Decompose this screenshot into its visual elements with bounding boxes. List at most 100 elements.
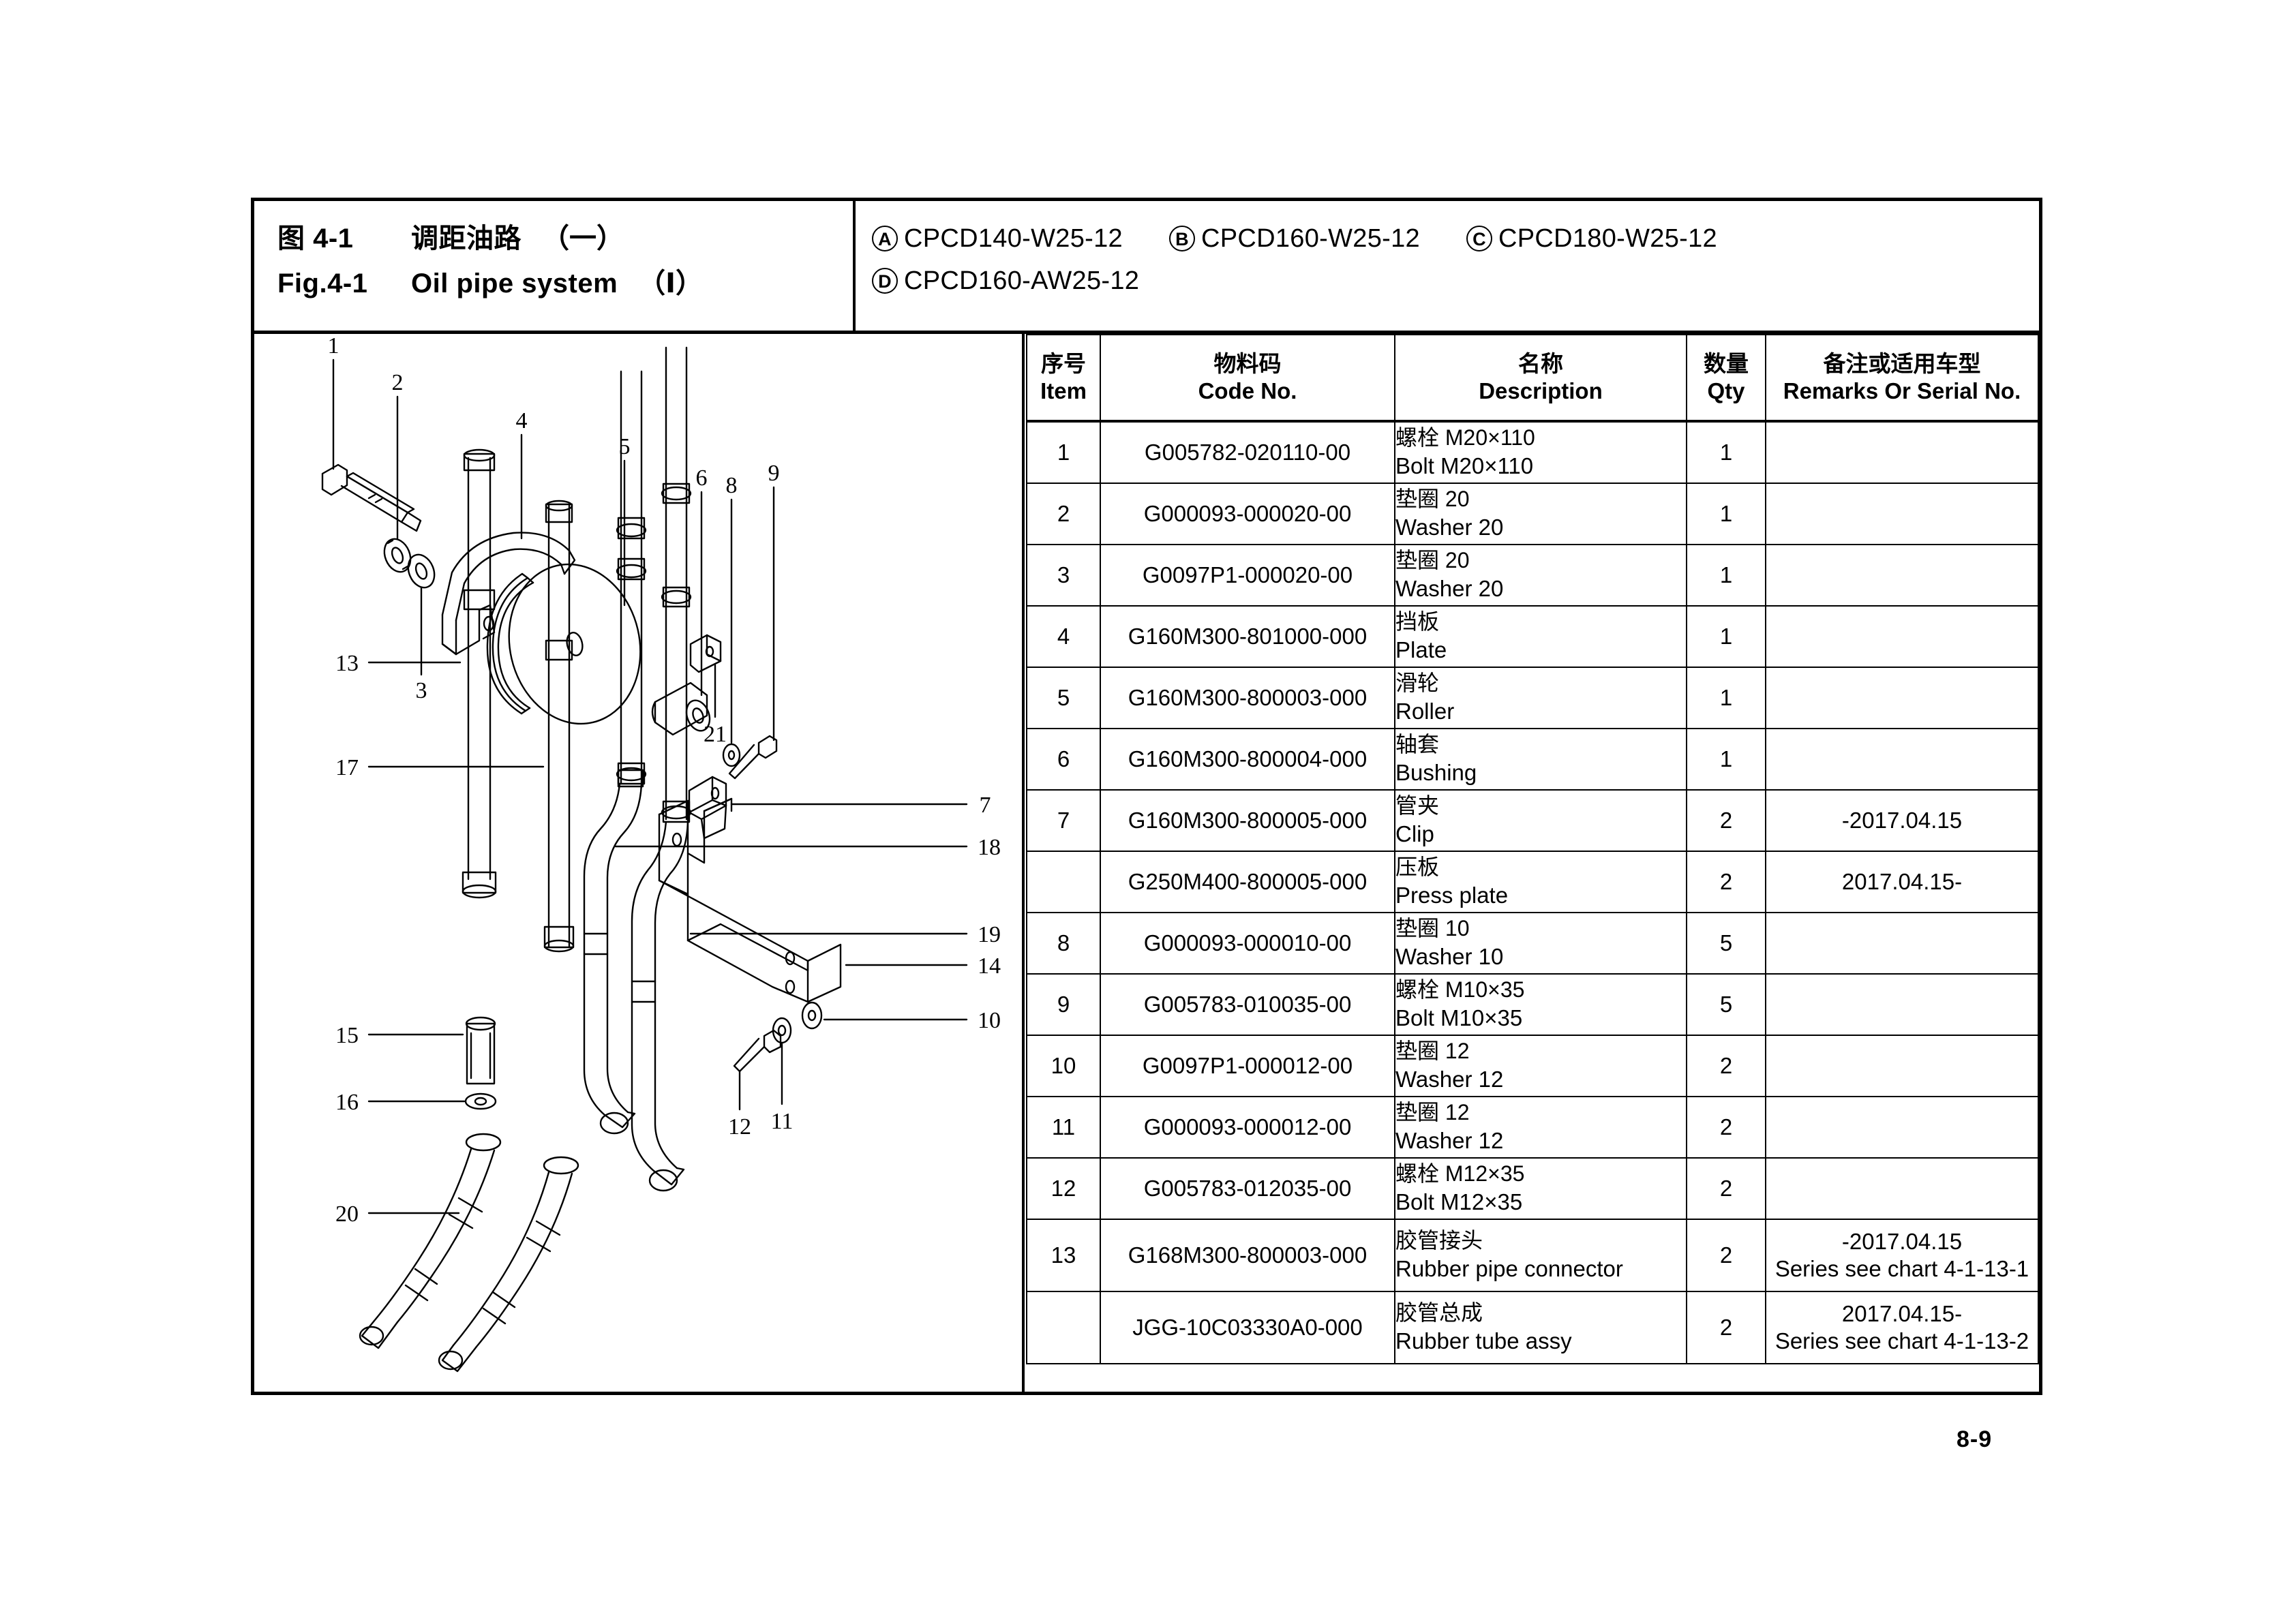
- svg-text:11: 11: [771, 1109, 794, 1134]
- description-english: Press plate: [1395, 883, 1509, 908]
- svg-text:20: 20: [335, 1202, 359, 1227]
- applicable-models-cell: A CPCD140-W25-12 B CPCD160-W25-12 C CPCD…: [856, 201, 2039, 331]
- header-qty: 数量 Qty: [1686, 334, 1766, 423]
- figure-title-cell: 图 4-1 调距油路 （一） Fig.4-1 Oil pipe system （…: [254, 201, 856, 331]
- description-chinese: 胶管总成: [1395, 1300, 1483, 1326]
- cell-code-no: G250M400-800005-000: [1100, 851, 1395, 913]
- part-pipe-17: [543, 500, 575, 953]
- description-english: Washer 20: [1395, 515, 1504, 540]
- figure-suffix-en: （Ⅰ）: [638, 269, 704, 299]
- description-chinese: 垫圈 10: [1395, 916, 1470, 941]
- part-washer-12-b: [772, 1017, 792, 1044]
- cell-item: 2: [1026, 483, 1101, 545]
- part-bolt-m10: [728, 735, 778, 780]
- svg-text:6: 6: [696, 465, 708, 491]
- part-connector-15: [465, 1016, 496, 1085]
- svg-text:16: 16: [335, 1090, 359, 1115]
- cell-code-no: G0097P1-000012-00: [1100, 1035, 1395, 1097]
- remarks-line-1: 2017.04.15-: [1841, 868, 1963, 894]
- cell-code-no: G160M300-800004-000: [1100, 728, 1395, 791]
- parts-table: 序号 Item 物料码 Code No. 名称 Description 数量: [1026, 334, 2039, 1364]
- part-roller: [486, 563, 641, 725]
- part-hose-20-a: [359, 1133, 502, 1349]
- model-row-1: A CPCD140-W25-12 B CPCD160-W25-12 C CPCD…: [872, 217, 2039, 260]
- part-bolt-m20: [321, 463, 422, 532]
- cell-qty: 1: [1686, 728, 1766, 791]
- cell-remarks: [1765, 483, 2039, 545]
- part-bushing: [651, 682, 711, 736]
- cell-code-no: JGG-10C03330A0-000: [1100, 1291, 1395, 1364]
- part-washer-20-b: [407, 553, 436, 589]
- cell-qty: 2: [1686, 1291, 1766, 1364]
- description-english: Plate: [1395, 637, 1447, 663]
- header-description: 名称 Description: [1394, 334, 1687, 423]
- model-code-a: CPCD140-W25-12: [904, 224, 1123, 253]
- part-bolt-m12: [733, 1029, 782, 1073]
- model-entry-a: A CPCD140-W25-12: [872, 224, 1123, 254]
- circle-letter-d-icon: D: [872, 268, 898, 294]
- cell-qty: 1: [1686, 420, 1766, 484]
- cell-remarks: 2017.04.15-Series see chart 4-1-13-2: [1765, 1291, 2039, 1364]
- part-hose-20-b: [438, 1156, 579, 1373]
- header-remarks: 备注或适用车型 Remarks Or Serial No.: [1765, 334, 2039, 423]
- cell-code-no: G000093-000010-00: [1100, 912, 1395, 975]
- description-chinese: 压板: [1395, 855, 1440, 880]
- cell-item: 4: [1026, 605, 1101, 668]
- cell-item: 9: [1026, 973, 1101, 1036]
- cell-qty: 2: [1686, 1096, 1766, 1159]
- part-clip: [688, 776, 727, 840]
- header-qty-cn: 数量: [1704, 350, 1749, 376]
- remarks-line-2: Series see chart 4-1-13-2: [1774, 1328, 2029, 1353]
- circle-letter-a-icon: A: [872, 226, 898, 251]
- cell-remarks: 2017.04.15-: [1765, 851, 2039, 913]
- cell-code-no: G168M300-800003-000: [1100, 1219, 1395, 1292]
- cell-code-no: G005783-010035-00: [1100, 973, 1395, 1036]
- cell-code-no: G160M300-801000-000: [1100, 605, 1395, 668]
- cell-item: 1: [1026, 420, 1101, 484]
- description-chinese: 挡板: [1395, 609, 1440, 634]
- description-chinese: 螺栓 M10×35: [1395, 977, 1525, 1003]
- description-chinese: 轴套: [1395, 732, 1440, 757]
- cell-remarks: -2017.04.15: [1765, 789, 2039, 852]
- description-english: Washer 12: [1395, 1067, 1504, 1092]
- part-washer-20-a: [383, 538, 412, 573]
- cell-description: 挡板 Plate: [1394, 605, 1687, 668]
- svg-text:9: 9: [768, 461, 780, 486]
- cell-qty: 1: [1686, 483, 1766, 545]
- header-remarks-en: Remarks Or Serial No.: [1783, 378, 2021, 403]
- svg-text:7: 7: [980, 793, 991, 818]
- cell-qty: 5: [1686, 973, 1766, 1036]
- cell-item: 8: [1026, 912, 1101, 975]
- description-english: Washer 10: [1395, 944, 1504, 970]
- description-english: Bolt M10×35: [1395, 1005, 1523, 1031]
- description-english: Washer 12: [1395, 1128, 1504, 1154]
- description-chinese: 垫圈 12: [1395, 1039, 1470, 1064]
- circle-letter-b-icon: B: [1168, 226, 1195, 251]
- cell-item: 12: [1026, 1157, 1101, 1220]
- remarks-line-1: 2017.04.15-: [1841, 1300, 1963, 1326]
- cell-remarks: [1765, 420, 2039, 484]
- cell-qty: 1: [1686, 605, 1766, 668]
- cell-qty: 2: [1686, 789, 1766, 852]
- figure-title-chinese: 图 4-1 调距油路 （一）: [277, 216, 853, 256]
- cell-description: 压板 Press plate: [1394, 851, 1687, 913]
- cell-remarks: [1765, 728, 2039, 791]
- svg-text:17: 17: [335, 755, 359, 780]
- header-remarks-cn: 备注或适用车型: [1823, 350, 1981, 376]
- description-chinese: 滑轮: [1395, 671, 1440, 696]
- header-code: 物料码 Code No.: [1100, 334, 1395, 423]
- cell-code-no: G160M300-800003-000: [1100, 667, 1395, 729]
